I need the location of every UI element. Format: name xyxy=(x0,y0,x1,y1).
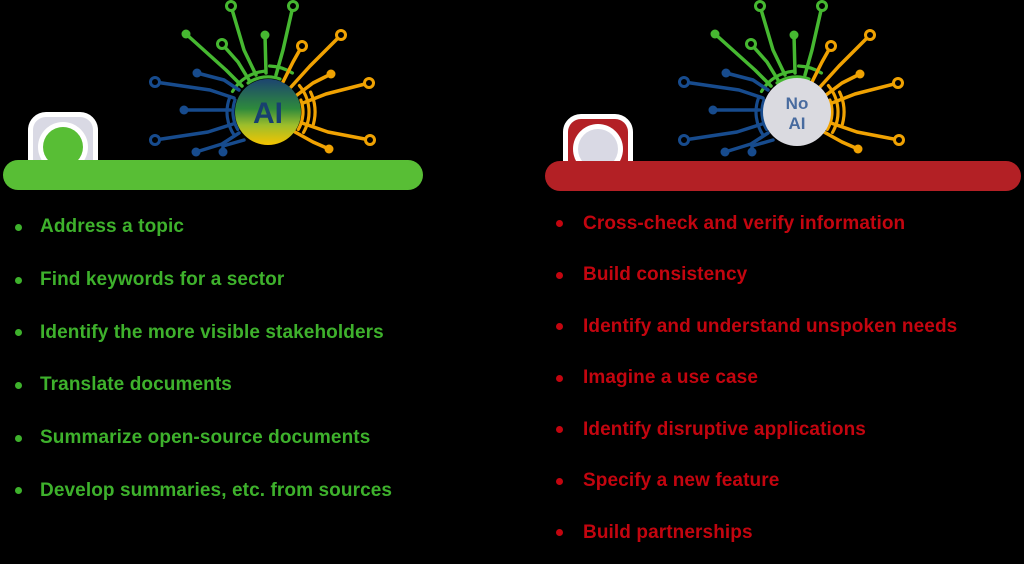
list-item: Find keywords for a sector xyxy=(15,254,475,307)
list-item: Build partnerships xyxy=(556,507,1016,559)
no-ai-gray-circle xyxy=(763,78,831,146)
task-label: Translate documents xyxy=(40,374,232,396)
list-item: Build consistency xyxy=(556,250,1016,302)
ai-circuit-brain-icon: AI xyxy=(148,0,377,159)
list-item: Cross-check and verify information xyxy=(556,198,1016,250)
list-item: Address a topic xyxy=(15,201,475,254)
ai-label: AI xyxy=(253,97,283,130)
no-ai-label-line1: No xyxy=(786,94,809,113)
task-label: Develop summaries, etc. from sources xyxy=(40,479,393,501)
no-ai-circuit-brain-icon: No AI xyxy=(677,0,906,159)
list-item: Summarize open-source documents xyxy=(15,412,475,465)
bullet-dot-icon xyxy=(556,323,563,331)
bullet-dot-icon xyxy=(556,271,563,279)
bullet-dot-icon xyxy=(15,487,22,495)
list-item: Specify a new feature xyxy=(556,456,1016,508)
bullet-dot-icon xyxy=(15,223,22,231)
bullet-dot-icon xyxy=(556,477,563,485)
task-label: Specify a new feature xyxy=(583,470,780,492)
list-item: Identify the more visible stakeholders xyxy=(15,306,475,359)
task-label: Identify disruptive applications xyxy=(583,418,866,440)
bullet-dot-icon xyxy=(556,374,563,382)
task-label: Address a topic xyxy=(40,216,185,238)
list-item: Identify disruptive applications xyxy=(556,404,1016,456)
no-ai-task-list: Cross-check and verify information Build… xyxy=(556,198,1016,559)
task-label: Cross-check and verify information xyxy=(583,212,906,234)
list-item: Develop summaries, etc. from sources xyxy=(15,464,475,517)
no-ai-label-line2: AI xyxy=(789,114,806,133)
list-item: Imagine a use case xyxy=(556,353,1016,405)
list-item: Identify and understand unspoken needs xyxy=(556,301,1016,353)
bullet-dot-icon xyxy=(556,529,563,537)
task-label: Build partnerships xyxy=(583,521,753,543)
task-label: Build consistency xyxy=(583,264,748,286)
bullet-dot-icon xyxy=(556,426,563,434)
list-item: Translate documents xyxy=(15,359,475,412)
bullet-dot-icon xyxy=(15,434,22,442)
bullet-dot-icon xyxy=(556,220,563,228)
task-label: Identify the more visible stakeholders xyxy=(40,321,384,343)
task-label: Summarize open-source documents xyxy=(40,427,371,449)
ai-header-bar xyxy=(3,160,423,190)
task-label: Imagine a use case xyxy=(583,367,759,389)
bullet-dot-icon xyxy=(15,276,22,284)
ai-task-list: Address a topic Find keywords for a sect… xyxy=(15,201,475,517)
no-ai-header-bar xyxy=(545,161,1021,191)
task-label: Find keywords for a sector xyxy=(40,269,285,291)
ai-gradient-circle xyxy=(235,79,301,145)
task-label: Identify and understand unspoken needs xyxy=(583,315,958,337)
bullet-dot-icon xyxy=(15,329,22,337)
bullet-dot-icon xyxy=(15,381,22,389)
